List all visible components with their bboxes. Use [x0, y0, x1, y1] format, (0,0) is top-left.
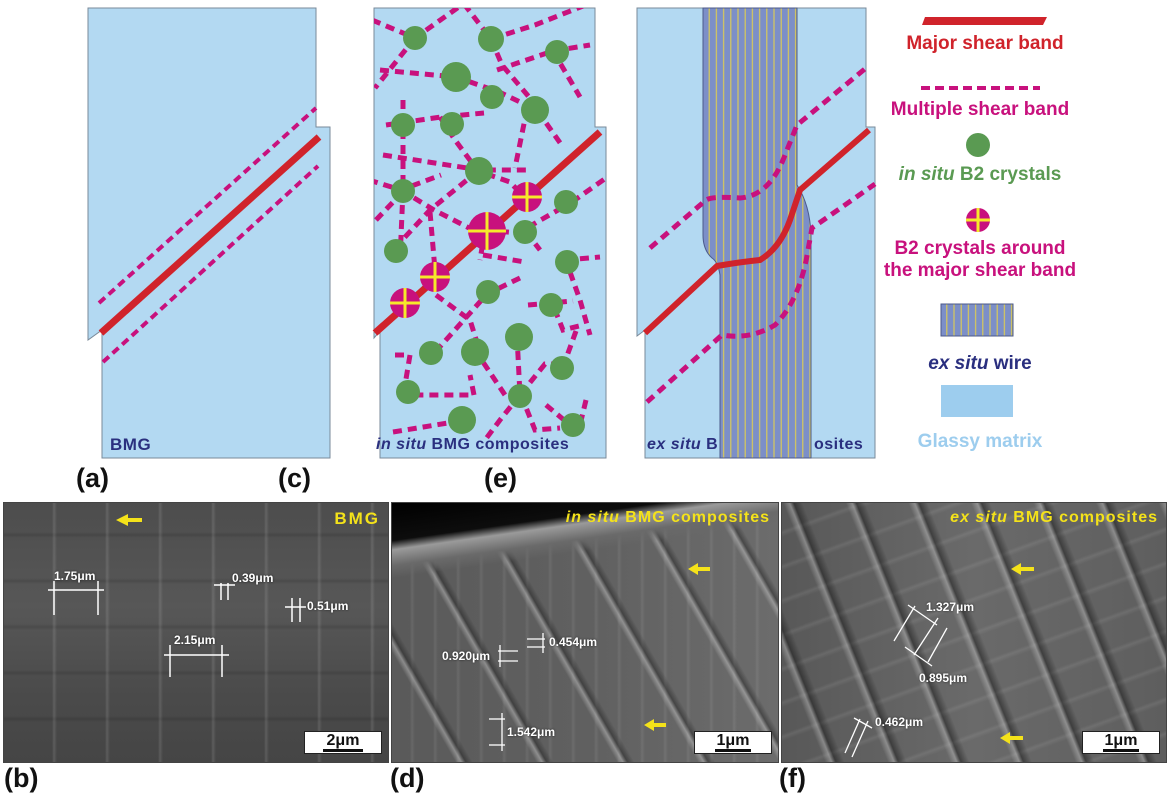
panel-label-b: (b) — [4, 763, 39, 793]
yellow-arrow-icon — [1000, 732, 1023, 744]
legend-b2-around-line1: B2 crystals around — [894, 238, 1066, 259]
sem-f-scale-bar: 1μm — [1082, 731, 1160, 754]
sem-f-measurement-2: 0.895μm — [919, 671, 968, 685]
sem-b-annotations — [48, 514, 306, 677]
panel-label-a: (a) — [76, 463, 109, 493]
yellow-arrow-icon — [1011, 563, 1034, 575]
in-situ-b2-crystals — [384, 26, 585, 437]
panel-label-f: (f) — [779, 763, 806, 793]
legend-glassy-swatch — [941, 385, 1013, 417]
sem-panel-f: ex situ BMG composites 1.327μm 0.895μm 0… — [781, 502, 1167, 763]
schematic-figure — [87, 7, 1047, 459]
b2-crystals-on-major-shear-band — [390, 182, 542, 318]
legend-major-shear-band: Major shear band — [906, 33, 1064, 54]
panel-a-caption: BMG — [110, 435, 152, 454]
sem-b-measurement-2: 0.39μm — [232, 571, 274, 585]
sem-b-scale-bar: 2μm — [304, 731, 382, 754]
sem-d-scale-bar: 1μm — [694, 731, 772, 754]
sem-f-measurement-3: 0.462μm — [875, 715, 924, 729]
sem-d-title: in situ BMG composites — [565, 509, 770, 526]
panel-c-schematic — [372, 7, 607, 459]
sem-f-measurement-1: 1.327μm — [926, 600, 975, 614]
panel-e-schematic — [636, 7, 877, 459]
sem-d-measurement-1: 0.920μm — [442, 649, 491, 663]
sem-b-measurement-1: 1.75μm — [54, 569, 96, 583]
sem-d-annotations — [489, 563, 710, 751]
sem-b-title: BMG — [334, 509, 380, 528]
legend-ex-situ-wire: ex situ wire — [928, 353, 1032, 374]
sem-f-annotations — [844, 563, 1034, 758]
legend-graphics — [921, 17, 1047, 417]
sem-b-measurement-4: 2.15μm — [174, 633, 216, 647]
yellow-arrow-icon — [688, 563, 710, 575]
panel-e-caption-right: osites — [814, 436, 864, 453]
major-shear-band — [98, 134, 322, 336]
sem-f-title: ex situ BMG composites — [950, 509, 1158, 526]
sem-b-measurement-3: 0.51μm — [307, 599, 349, 613]
panel-a-schematic — [87, 7, 331, 459]
legend-major-shear-band-line — [922, 17, 1047, 25]
sem-d-measurement-2: 0.454μm — [549, 635, 598, 649]
legend-b2-around-icon — [966, 208, 990, 232]
legend-in-situ-b2: in situ B2 crystals — [898, 164, 1062, 185]
panel-label-e: (e) — [484, 463, 517, 493]
major-shear-band — [642, 127, 871, 336]
yellow-arrow-icon — [644, 719, 666, 731]
multiple-shear-band-lower — [101, 164, 320, 364]
panel-label-d: (d) — [390, 763, 425, 793]
legend-multiple-shear-band: Multiple shear band — [890, 99, 1070, 120]
multiple-shear-band-upper — [97, 106, 318, 305]
panel-label-c: (c) — [278, 463, 311, 493]
panel-e-caption-left: ex situ B — [647, 436, 719, 453]
sem-panel-b: BMG 1.75μm 0.39μm 0.51μm 2.15μm 2μm — [3, 502, 389, 763]
legend-b2-crystal-icon — [966, 133, 990, 157]
multiple-shear-band-lower — [645, 181, 877, 404]
sem-panel-d: in situ BMG composites 0.920μm 0.454μm 1… — [391, 502, 779, 763]
legend-wire-swatch — [940, 303, 1014, 337]
sem-d-measurement-3: 1.542μm — [507, 725, 556, 739]
multiple-shear-band-upper — [648, 66, 868, 250]
legend-b2-around-line2: the major shear band — [883, 260, 1077, 281]
yellow-arrow-icon — [116, 514, 142, 526]
legend-glassy-matrix: Glassy matrix — [917, 431, 1043, 452]
ex-situ-wire — [702, 7, 812, 459]
panel-c-caption: in situ BMG composites — [376, 436, 570, 453]
